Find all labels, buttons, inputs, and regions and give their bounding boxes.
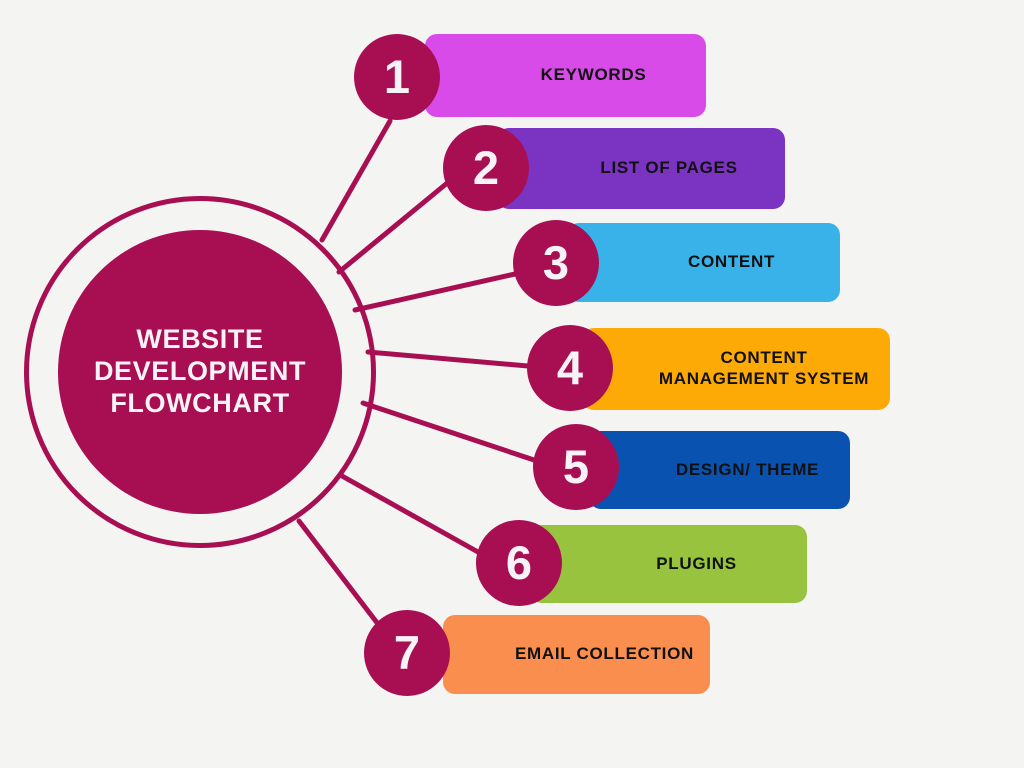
step-label-4: CONTENT MANAGEMENT SYSTEM (658, 348, 870, 388)
step-badge-5[interactable]: 5 (533, 424, 619, 510)
step-label-1: KEYWORDS (540, 65, 647, 85)
hub-circle: WEBSITE DEVELOPMENT FLOWCHART (58, 230, 342, 514)
step-bar-4[interactable]: CONTENT MANAGEMENT SYSTEM (582, 328, 890, 410)
step-label-7: EMAIL COLLECTION (515, 644, 694, 664)
step-badge-7[interactable]: 7 (364, 610, 450, 696)
step-label-5: DESIGN/ THEME (675, 459, 820, 479)
step-bar-6[interactable]: PLUGINS (530, 525, 807, 603)
step-bar-3[interactable]: CONTENT (567, 223, 840, 302)
step-label-6: PLUGINS (656, 553, 737, 573)
step-bar-1[interactable]: KEYWORDS (425, 34, 706, 117)
hub-title: WEBSITE DEVELOPMENT FLOWCHART (93, 324, 307, 418)
step-number-5: 5 (562, 439, 590, 493)
step-number-1: 1 (383, 49, 411, 103)
step-number-2: 2 (472, 140, 500, 194)
step-bar-5[interactable]: DESIGN/ THEME (589, 431, 850, 509)
step-number-7: 7 (393, 625, 421, 679)
step-bar-7[interactable]: EMAIL COLLECTION (443, 615, 710, 694)
step-badge-6[interactable]: 6 (476, 520, 562, 606)
step-badge-3[interactable]: 3 (513, 220, 599, 306)
step-bar-2[interactable]: LIST OF PAGES (497, 128, 785, 209)
step-label-3: CONTENT (687, 252, 776, 272)
step-badge-1[interactable]: 1 (354, 34, 440, 120)
step-number-4: 4 (556, 340, 584, 394)
step-number-3: 3 (542, 235, 570, 289)
step-number-6: 6 (505, 535, 533, 589)
step-badge-4[interactable]: 4 (527, 325, 613, 411)
step-badge-2[interactable]: 2 (443, 125, 529, 211)
step-label-2: LIST OF PAGES (600, 158, 738, 178)
hub-outer-ring (24, 196, 376, 548)
